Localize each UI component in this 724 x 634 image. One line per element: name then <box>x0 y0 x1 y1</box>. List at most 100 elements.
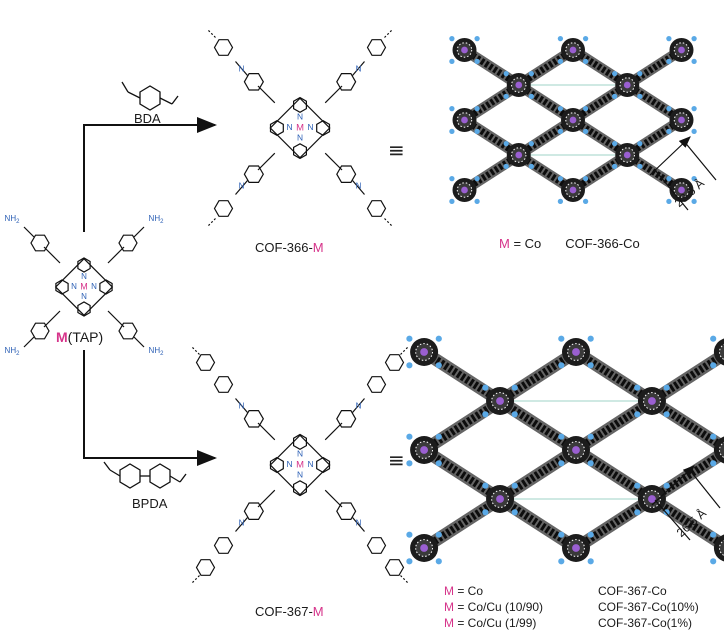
linker-ring <box>213 200 234 217</box>
aryl-ring <box>30 234 50 252</box>
distance-marker-bottom <box>651 465 721 541</box>
aryl-ring <box>243 502 264 521</box>
pyrrole-ring <box>293 480 307 497</box>
framework-terminal-atom <box>691 58 697 65</box>
framework-terminal-atom <box>634 384 641 391</box>
legend-bottom-name-3: COF-367-Co(1%) <box>598 616 693 630</box>
nitrogen-atom: N <box>297 133 303 143</box>
framework-terminal-atom <box>612 93 618 100</box>
framework-terminal-atom <box>474 198 480 205</box>
pyrrole-ring <box>269 120 284 136</box>
linker-ring <box>366 376 387 393</box>
aryl-bond <box>107 246 125 264</box>
framework-terminal-atom <box>528 140 534 147</box>
bpda-structure <box>103 461 187 489</box>
framework-terminal-atom <box>558 460 565 467</box>
pyrrole-ring <box>77 301 91 317</box>
framework-terminal-atom <box>582 35 589 42</box>
legend-bottom-name-2: COF-367-Co(10%) <box>598 600 699 614</box>
framework-metal-site <box>569 116 577 124</box>
pyrrole-ring <box>269 456 284 474</box>
framework-terminal-atom <box>637 163 643 170</box>
framework-terminal-atom <box>666 58 672 65</box>
framework-terminal-atom <box>449 198 455 205</box>
framework-terminal-atom <box>587 558 594 565</box>
amine-subscript: 2 <box>160 219 164 225</box>
arrow-to-cof-367 <box>83 350 217 466</box>
legend-bottom-name-1: COF-367-Co <box>598 584 667 598</box>
framework-terminal-atom <box>482 509 489 516</box>
aryl-bond <box>257 422 276 441</box>
framework-linker-atoms <box>649 349 724 405</box>
cof-366-framework-model <box>449 35 697 205</box>
macrocycle-ring <box>54 257 114 317</box>
product-label-cof-367: COF-367-M <box>255 604 324 619</box>
framework-metal-site <box>461 186 468 194</box>
imine-nitrogen: N <box>239 402 245 411</box>
imine-nitrogen: N <box>239 65 245 74</box>
linker-ring <box>366 39 387 56</box>
arrow-to-cof-366 <box>83 117 217 232</box>
framework-terminal-atom <box>474 58 480 65</box>
framework-linker-atoms <box>497 397 579 454</box>
framework-terminal-atom <box>710 433 717 440</box>
framework-terminal-atom <box>449 58 455 65</box>
framework-metal-site <box>569 186 577 194</box>
framework-terminal-atom <box>435 460 442 467</box>
framework-terminal-atom <box>557 58 564 65</box>
amine-group: NH2 <box>149 346 165 357</box>
framework-terminal-atom <box>511 411 518 418</box>
imine-nitrogen: N <box>239 519 245 528</box>
framework-terminal-atom <box>482 482 489 489</box>
linker-ring <box>195 354 216 371</box>
bda-structure <box>121 81 179 111</box>
aryl-bond <box>43 246 61 264</box>
framework-terminal-atom <box>406 335 413 342</box>
framework-metal-site <box>420 348 429 356</box>
legend-bottom-row-1: M = Co <box>444 584 484 598</box>
metal-center: M <box>296 460 304 471</box>
nitrogen-atom: N <box>286 122 292 132</box>
framework-terminal-atom <box>435 362 442 369</box>
imine-bond <box>352 398 365 413</box>
framework-linker-atoms <box>497 446 579 503</box>
linker-continuation <box>207 218 216 227</box>
nitrogen-atom: N <box>286 459 292 469</box>
framework-terminal-atom <box>666 175 672 182</box>
pyrrole-ring <box>77 257 91 273</box>
framework-metal-site <box>572 544 580 552</box>
framework-metal-site <box>515 151 523 159</box>
framework-terminal-atom <box>663 411 670 418</box>
nitrogen-atom: N <box>297 112 303 122</box>
framework-metal-site <box>496 495 504 503</box>
framework-metal-site <box>572 446 580 454</box>
framework-terminal-atom <box>666 128 672 135</box>
framework-terminal-atom <box>503 140 509 147</box>
linker-continuation <box>400 575 409 584</box>
framework-node-shell <box>719 344 724 360</box>
linker-continuation <box>207 29 216 38</box>
amine-bond <box>133 336 145 348</box>
aryl-bond <box>107 310 125 328</box>
nitrogen-atom: N <box>81 272 87 281</box>
framework-terminal-atom <box>474 105 480 112</box>
framework-terminal-atom <box>587 531 594 538</box>
linker-ring <box>195 559 216 576</box>
framework-terminal-atom <box>710 335 717 342</box>
imine-bond <box>235 61 248 76</box>
linker-ring <box>366 200 387 217</box>
amine-subscript: 2 <box>16 351 20 357</box>
reagent-label-bpda: BPDA <box>132 496 168 511</box>
reaction-arrows <box>83 117 217 466</box>
imine-nitrogen: N <box>356 519 362 528</box>
framework-metal-site <box>648 397 656 405</box>
distance-marker-top <box>649 136 717 211</box>
amine-group: NH2 <box>149 214 165 225</box>
framework-terminal-atom <box>449 175 455 182</box>
aryl-ring <box>336 165 357 183</box>
framework-metal-site <box>461 116 468 124</box>
aryl-ring <box>336 72 357 91</box>
framework-terminal-atom <box>582 175 589 182</box>
